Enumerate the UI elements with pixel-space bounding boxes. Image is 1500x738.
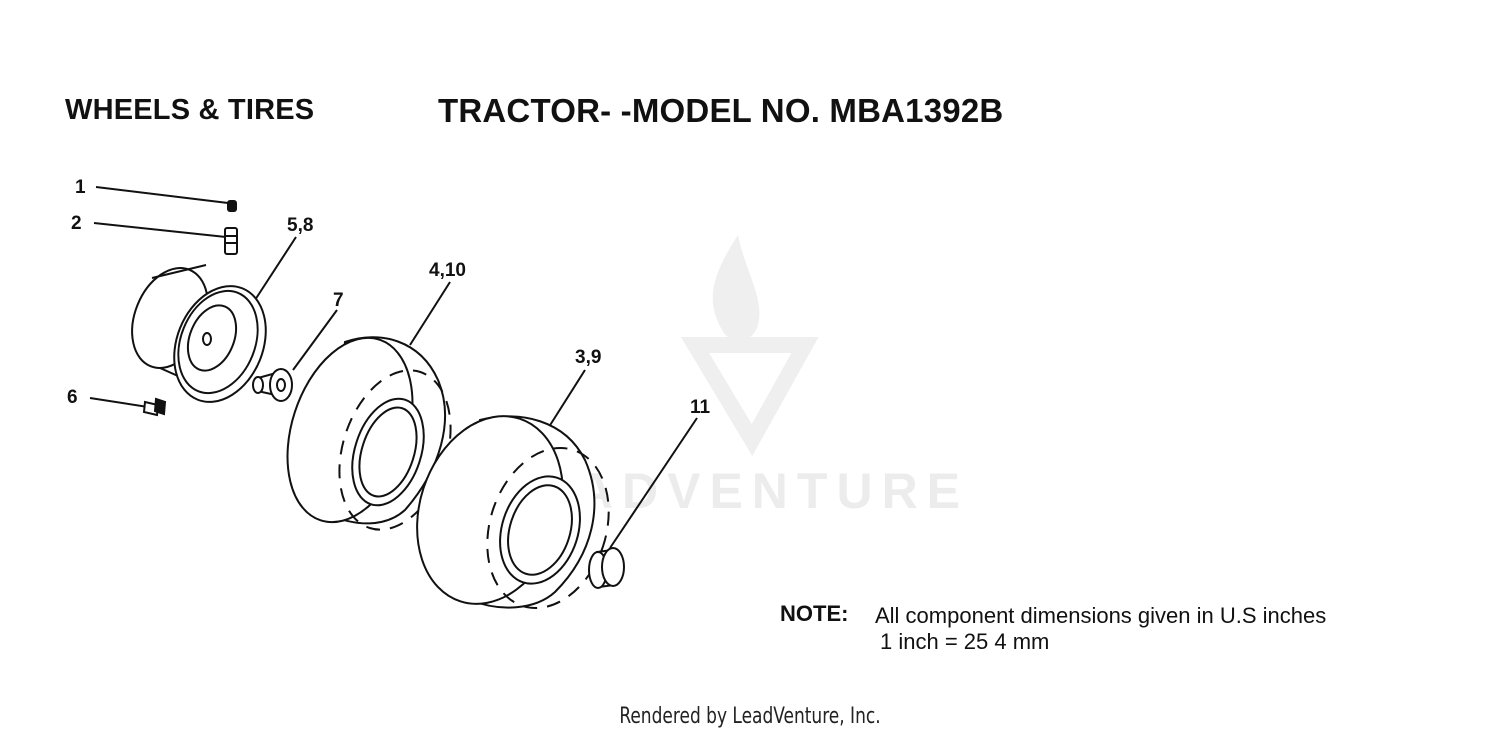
bushing-part bbox=[252, 368, 293, 402]
callout-11: 11 bbox=[690, 397, 711, 418]
callout-3-9: 3,9 bbox=[575, 347, 601, 368]
leader-lines bbox=[89, 186, 698, 549]
footer-credit: Rendered by LeadVenture, Inc. bbox=[619, 704, 881, 729]
tire-rear-part bbox=[416, 415, 610, 610]
note-label: NOTE: bbox=[780, 601, 849, 626]
callout-7: 7 bbox=[333, 290, 344, 311]
section-title: WHEELS & TIRES bbox=[65, 94, 315, 126]
watermark-logo bbox=[680, 235, 819, 456]
callout-6: 6 bbox=[67, 387, 78, 408]
bolt-part bbox=[142, 397, 167, 417]
wheel-rim-part bbox=[131, 264, 267, 403]
callout-5-8: 5,8 bbox=[287, 215, 313, 236]
callout-1: 1 bbox=[75, 177, 86, 198]
valve-cap-part bbox=[227, 200, 237, 212]
valve-stem-part bbox=[224, 227, 238, 255]
hub-cap-part bbox=[588, 547, 625, 589]
note-text-line-2: 1 inch = 25 4 mm bbox=[880, 629, 1050, 654]
note-text-line-1: All component dimensions given in U.S in… bbox=[875, 603, 1327, 628]
tire-front-part bbox=[286, 336, 452, 531]
callout-4-10: 4,10 bbox=[429, 260, 466, 281]
callout-2: 2 bbox=[71, 213, 82, 234]
diagram-title: TRACTOR- -MODEL NO. MBA1392B bbox=[438, 92, 1004, 129]
